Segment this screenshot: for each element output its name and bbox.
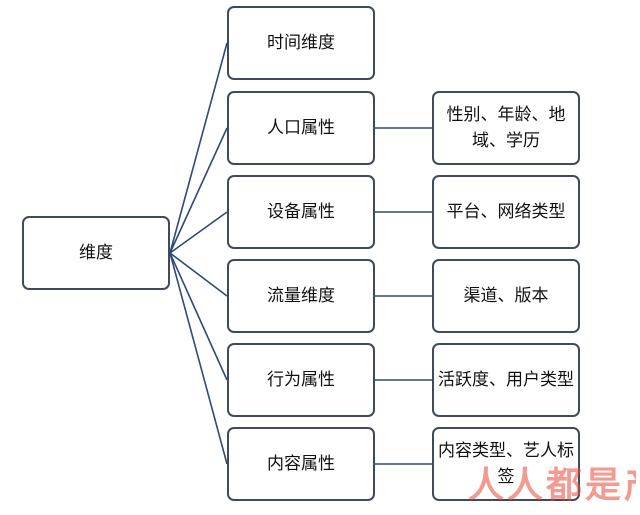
dimension-node-content: 内容属性 <box>227 427 375 501</box>
dimension-node-label: 时间维度 <box>267 32 335 53</box>
dimension-node-traffic: 流量维度 <box>227 259 375 333</box>
connector-root-to-behavior <box>169 252 228 381</box>
dimension-node-label: 人口属性 <box>267 117 335 138</box>
connector-root-to-traffic <box>169 252 228 297</box>
dimension-node-label: 设备属性 <box>267 201 335 222</box>
detail-node-population: 性别、年龄、地域、学历 <box>432 91 580 165</box>
detail-node-traffic: 渠道、版本 <box>432 259 580 333</box>
detail-node-label: 平台、网络类型 <box>446 201 566 222</box>
detail-node-label: 渠道、版本 <box>463 285 549 306</box>
detail-node-label: 活跃度、用户类型 <box>438 369 574 390</box>
dimension-node-label: 内容属性 <box>267 453 335 474</box>
watermark-logo: 人人都是产品经理 <box>468 465 636 506</box>
connector-root-to-device <box>169 211 228 254</box>
connector-root-to-time <box>169 42 228 254</box>
connector-root-to-content <box>169 252 228 465</box>
dimension-node-device: 设备属性 <box>227 175 375 249</box>
dimension-node-time: 时间维度 <box>227 6 375 80</box>
detail-node-content: 内容类型、艺人标签 <box>432 427 580 501</box>
detail-node-behavior: 活跃度、用户类型 <box>432 343 580 417</box>
root-node-label: 维度 <box>79 242 113 263</box>
dimension-node-population: 人口属性 <box>227 91 375 165</box>
dimension-node-label: 行为属性 <box>267 369 335 390</box>
root-node: 维度 <box>22 216 170 290</box>
connector-root-to-population <box>169 127 228 254</box>
dimension-node-label: 流量维度 <box>267 285 335 306</box>
detail-node-label: 内容类型、艺人标签 <box>438 440 574 487</box>
dimension-node-behavior: 行为属性 <box>227 343 375 417</box>
detail-node-label: 性别、年龄、地域、学历 <box>446 104 566 151</box>
detail-node-device: 平台、网络类型 <box>432 175 580 249</box>
